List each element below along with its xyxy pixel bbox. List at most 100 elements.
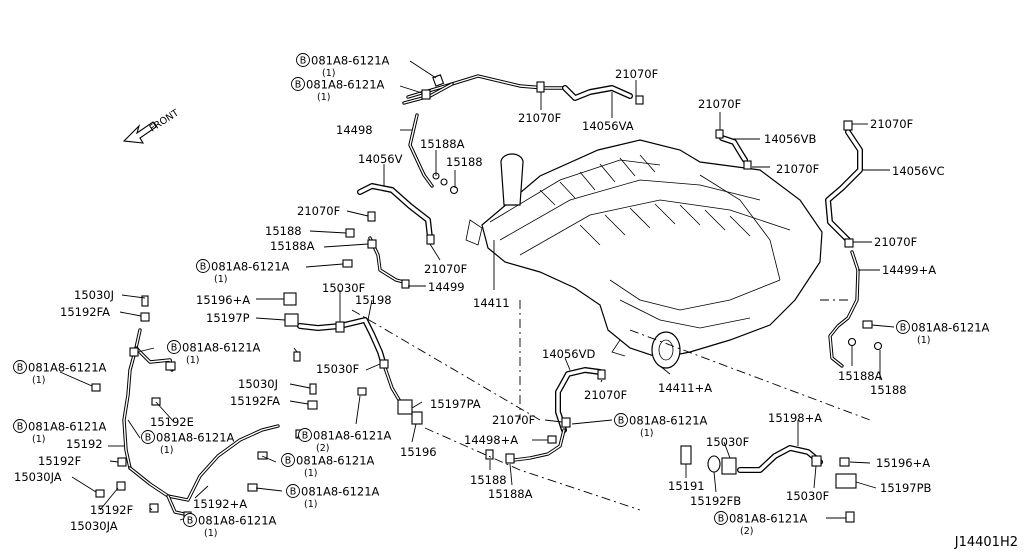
label-l61: 15198+A xyxy=(768,411,822,425)
quantity: (1) xyxy=(204,528,217,539)
label-l04: 14498 xyxy=(336,123,373,137)
bolt-symbol: B xyxy=(300,56,307,67)
part-number: 081A8-6121A xyxy=(311,54,390,68)
front-arrow: FRONT xyxy=(122,108,181,144)
bolt-symbol: B xyxy=(618,416,625,427)
hose-14499-a xyxy=(828,250,860,368)
label-l11: 15188 xyxy=(265,224,302,238)
label-l13: 21070F xyxy=(424,262,467,276)
label-l08: 15188 xyxy=(446,155,483,169)
part-number: 081A8-6121A xyxy=(306,78,385,92)
label-l21: 14056VC xyxy=(892,164,944,178)
hose-14056vc xyxy=(825,129,863,243)
label-l54: 21070F xyxy=(584,388,627,402)
bolt-symbol: B xyxy=(718,514,725,525)
hose-15198-a xyxy=(737,445,823,473)
label-l29: 15196+A xyxy=(196,293,250,307)
quantity: (1) xyxy=(640,428,653,439)
part-number: 081A8-6121A xyxy=(629,414,708,428)
bolt-symbol: B xyxy=(200,262,207,273)
label-l66: 15030F xyxy=(786,489,829,503)
bolt-symbol: B xyxy=(187,516,194,527)
part-number: 081A8-6121A xyxy=(211,260,290,274)
hose-14056va xyxy=(562,85,633,101)
label-l25: 15188A xyxy=(838,369,883,383)
label-l06: 14056VA xyxy=(582,119,634,133)
quantity: (1) xyxy=(322,68,335,79)
label-l67: 15197PB xyxy=(880,481,932,495)
hose-14056v xyxy=(357,183,433,241)
label-l17: 21070F xyxy=(698,97,741,111)
quantity: (1) xyxy=(214,274,227,285)
callout-l14: B 081A8-6121A(1) xyxy=(196,259,290,285)
bolt-symbol: B xyxy=(17,363,24,374)
bolt-symbol: B xyxy=(302,431,309,442)
quantity: (1) xyxy=(32,434,45,445)
label-l58: 14498+A xyxy=(464,433,518,447)
label-l19: 21070F xyxy=(776,162,819,176)
label-l20: 21070F xyxy=(870,117,913,131)
callout-l49: B 081A8-6121A(1) xyxy=(286,484,380,510)
label-l28: 15192FA xyxy=(60,305,110,319)
bolt-symbol: B xyxy=(171,343,178,354)
label-l23: 14499+A xyxy=(882,263,936,277)
label-l50: 15192F xyxy=(90,503,133,517)
label-l60: 15188A xyxy=(488,487,533,501)
front-label: FRONT xyxy=(148,108,181,135)
label-l31: 15198 xyxy=(355,293,392,307)
label-l09: 14056V xyxy=(358,152,403,166)
label-l48: 15192+A xyxy=(193,497,247,511)
part-number: 081A8-6121A xyxy=(28,361,107,375)
label-l64: 15191 xyxy=(668,479,705,493)
part-number: 081A8-6121A xyxy=(296,454,375,468)
label-l30: 15030F xyxy=(322,281,365,295)
label-l38: 15192E xyxy=(150,415,194,429)
quantity: (1) xyxy=(304,499,317,510)
label-l36: 15030J xyxy=(238,377,278,391)
bolt-symbol: B xyxy=(295,80,302,91)
quantity: (1) xyxy=(32,375,45,386)
part-number: 081A8-6121A xyxy=(198,514,277,528)
leader-lines xyxy=(59,60,895,521)
label-l59: 15188 xyxy=(470,473,507,487)
label-l63: 15196+A xyxy=(876,456,930,470)
hose-14056vb xyxy=(719,135,748,163)
bolt-symbol: B xyxy=(290,487,297,498)
quantity: (1) xyxy=(317,92,330,103)
label-l27: 15030J xyxy=(74,288,114,302)
fittings xyxy=(91,74,883,523)
part-number: 081A8-6121A xyxy=(301,485,380,499)
hose-14498-a xyxy=(512,428,566,462)
engine-assembly xyxy=(465,139,823,369)
label-l26: 15188 xyxy=(870,383,907,397)
bolt-symbol: B xyxy=(17,422,24,433)
label-l32: 15197P xyxy=(206,311,250,325)
hose-14056vd xyxy=(555,367,603,433)
hose-14498 xyxy=(402,74,567,188)
bolt-symbol: B xyxy=(145,433,152,444)
callout-l02: B 081A8-6121A(1) xyxy=(291,77,385,103)
callout-l52: B 081A8-6121A(1) xyxy=(183,513,277,539)
part-number: 081A8-6121A xyxy=(729,512,808,526)
label-l51: 15030JA xyxy=(70,519,118,533)
label-l16: 14411 xyxy=(473,296,510,310)
label-l39: 15197PA xyxy=(430,397,481,411)
label-l43: 15196 xyxy=(400,445,437,459)
label-l15: 14499 xyxy=(428,280,465,294)
label-l10: 21070F xyxy=(297,204,340,218)
bolt-symbol: B xyxy=(900,323,907,334)
part-number: 081A8-6121A xyxy=(313,429,392,443)
label-l12: 15188A xyxy=(270,239,315,253)
reference-lines xyxy=(351,299,871,511)
callout-l57: B 081A8-6121A(1) xyxy=(614,413,708,439)
drawing-code: J14401H2 xyxy=(954,535,1018,550)
